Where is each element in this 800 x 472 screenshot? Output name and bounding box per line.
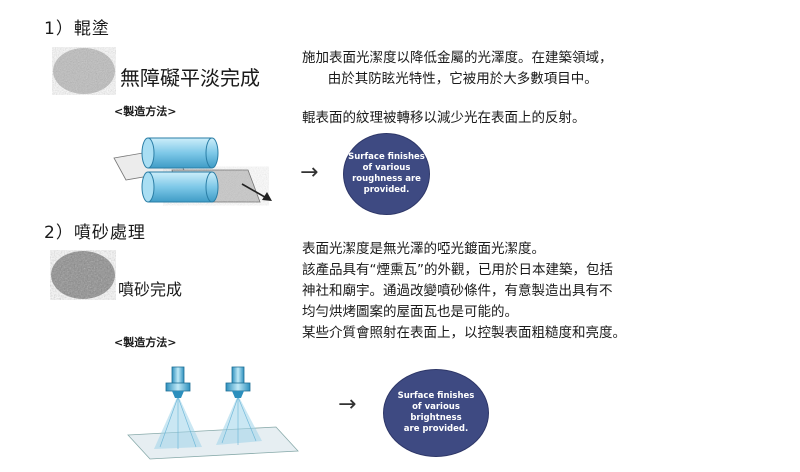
arrow-icon: → bbox=[300, 160, 319, 185]
method-label-1: <製造方法> bbox=[114, 105, 177, 118]
circle1-line1: Surface finishes bbox=[348, 152, 425, 162]
circle2-line1: Surface finishes bbox=[397, 391, 475, 401]
section1-description-2: 輥表面的紋理被轉移以減少光在表面上的反射。 bbox=[302, 110, 586, 126]
roller-diagram bbox=[113, 137, 272, 203]
circle2-line3: brightness bbox=[410, 413, 462, 423]
rolled-finish-label: 無障礙平淡完成 bbox=[120, 66, 260, 90]
section2-description: 表面光潔度是無光澤的啞光鍍面光潔度。 該產品具有“煙熏瓦”的外觀，已用於日本建築… bbox=[302, 241, 626, 341]
roughness-circle: Surface finishes of various roughness ar… bbox=[344, 134, 429, 214]
circle1-line4: provided. bbox=[363, 185, 410, 195]
brightness-circle: Surface finishes of various brightness a… bbox=[384, 370, 488, 456]
sandblast-diagram bbox=[127, 366, 299, 460]
section1-description: 施加表面光潔度以降低金屬的光澤度。在建築領域， 由於其防眩光特性，它被用於大多數… bbox=[302, 50, 613, 87]
circle2-line2: of various bbox=[412, 402, 460, 412]
circle1-line3: roughness are bbox=[352, 174, 421, 184]
section1-title: 1）輥塗 bbox=[44, 19, 110, 39]
circle1-line2: of various bbox=[362, 163, 411, 173]
method-label-2: <製造方法> bbox=[114, 336, 177, 349]
arrow-icon-2: → bbox=[338, 392, 357, 417]
section2-title: 2）噴砂處理 bbox=[44, 223, 146, 243]
rolled-finish-sample bbox=[53, 48, 115, 94]
blasted-finish-sample bbox=[51, 251, 115, 299]
circle2-line4: are provided. bbox=[403, 424, 469, 434]
blasted-finish-label: 噴砂完成 bbox=[118, 280, 183, 299]
